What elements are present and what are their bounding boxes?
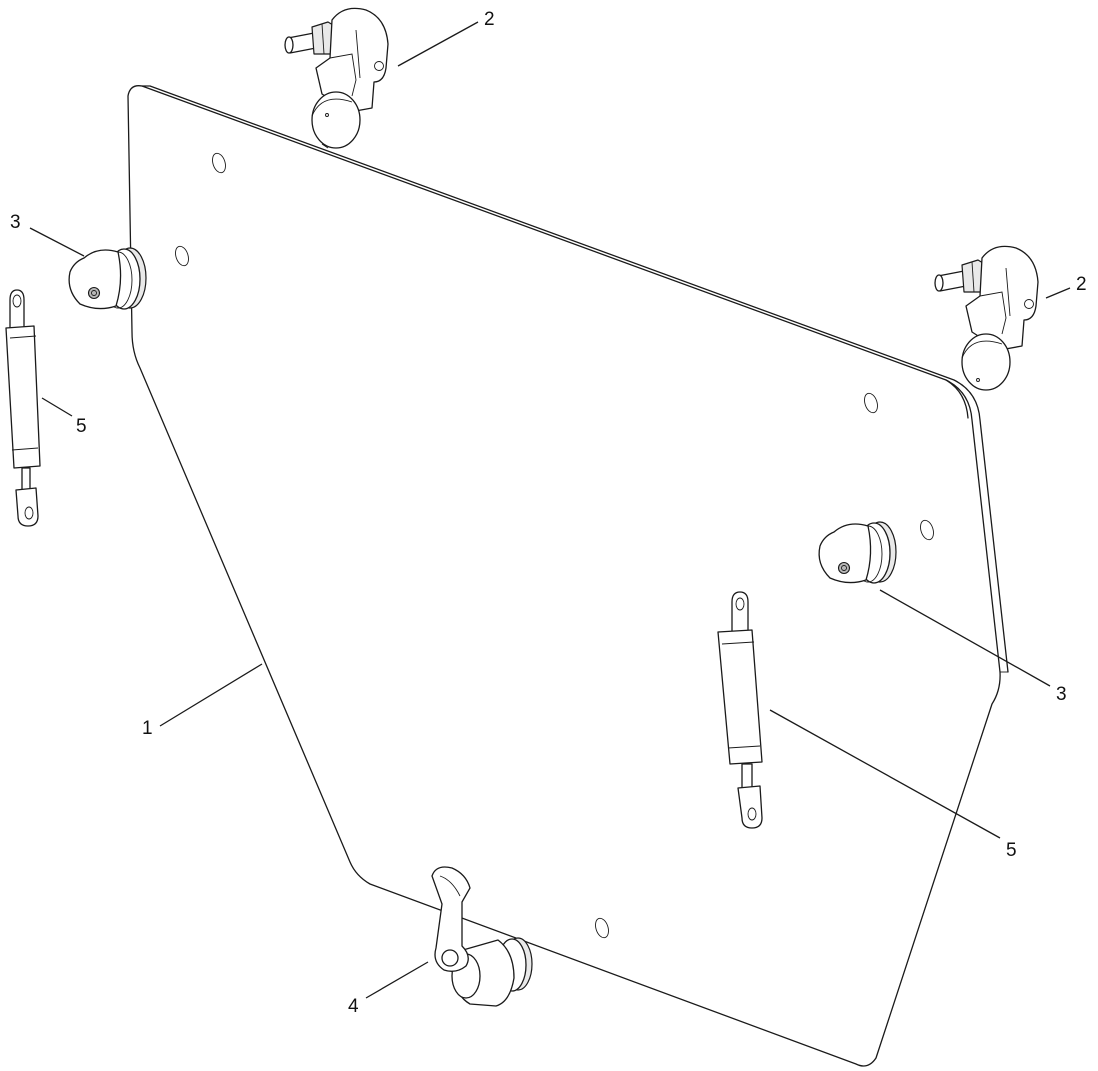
callout-5-left: 5 [76, 416, 87, 437]
callout-3-right: 3 [1056, 684, 1067, 705]
gas-spring-left [5, 289, 41, 527]
hinge-right [934, 245, 1039, 391]
panel-plate [127, 85, 1009, 1067]
hinge-top [284, 7, 389, 149]
leader-lines [29, 21, 1071, 999]
latch-handle [431, 866, 533, 1007]
latch-right [818, 521, 897, 584]
callout-2-top: 2 [484, 9, 495, 30]
callout-2-right: 2 [1076, 274, 1087, 295]
latch-left [68, 247, 147, 310]
callout-4: 4 [348, 996, 359, 1017]
callout-5-right: 5 [1006, 840, 1017, 861]
callout-1: 1 [142, 718, 153, 739]
gas-spring-right [717, 591, 763, 829]
callout-3-left: 3 [10, 212, 21, 233]
